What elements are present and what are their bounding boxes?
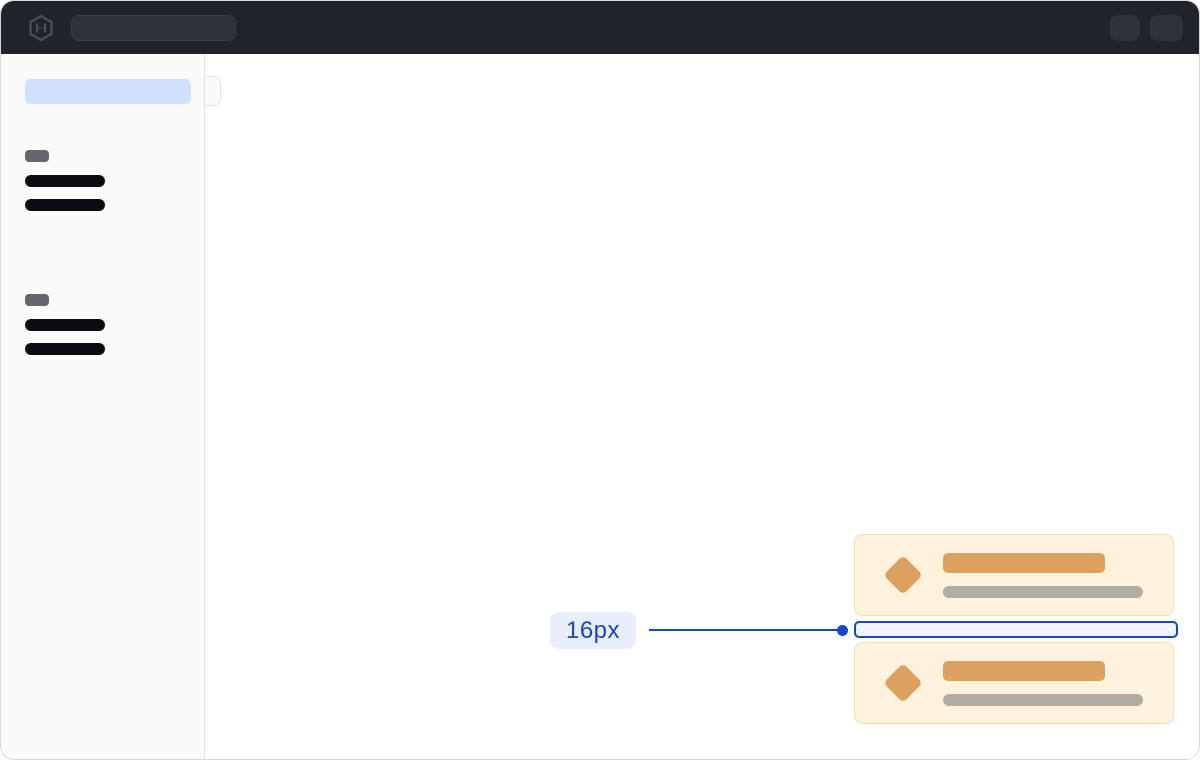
card-lines (943, 660, 1143, 706)
topbar (1, 1, 1199, 54)
diamond-icon (883, 555, 923, 595)
card-subtitle-skeleton (943, 693, 1143, 706)
app-body (1, 54, 1199, 759)
annotation-dot (837, 625, 848, 636)
sidebar-section-label-skeleton (25, 150, 49, 162)
sidebar-item-skeleton[interactable] (25, 319, 105, 331)
sidebar-item-skeleton[interactable] (25, 199, 105, 211)
sidebar-section-label-skeleton (25, 294, 49, 306)
sidebar (1, 54, 221, 759)
spacing-label: 16px (550, 612, 636, 649)
sidebar-item-skeleton[interactable] (25, 343, 105, 355)
card-lines (943, 552, 1143, 598)
topbar-search-skeleton[interactable] (71, 14, 236, 41)
gap-highlight (854, 621, 1178, 638)
card (854, 534, 1174, 616)
card-title-skeleton (943, 552, 1105, 573)
topbar-action-skeleton[interactable] (1110, 14, 1140, 41)
diamond-icon (883, 663, 923, 703)
annotation-line (649, 629, 839, 631)
card (854, 642, 1174, 724)
sidebar-item-selected-skeleton[interactable] (25, 79, 191, 104)
sidebar-group (25, 294, 204, 355)
topbar-actions (1110, 14, 1183, 41)
main-content (205, 54, 1199, 759)
card-subtitle-skeleton (943, 585, 1143, 598)
sidebar-group (25, 150, 204, 211)
sidebar-toggle[interactable] (205, 76, 221, 106)
hashicorp-logo-icon (28, 14, 54, 42)
sidebar-item-skeleton[interactable] (25, 175, 105, 187)
card-title-skeleton (943, 660, 1105, 681)
topbar-action-skeleton[interactable] (1150, 14, 1183, 41)
